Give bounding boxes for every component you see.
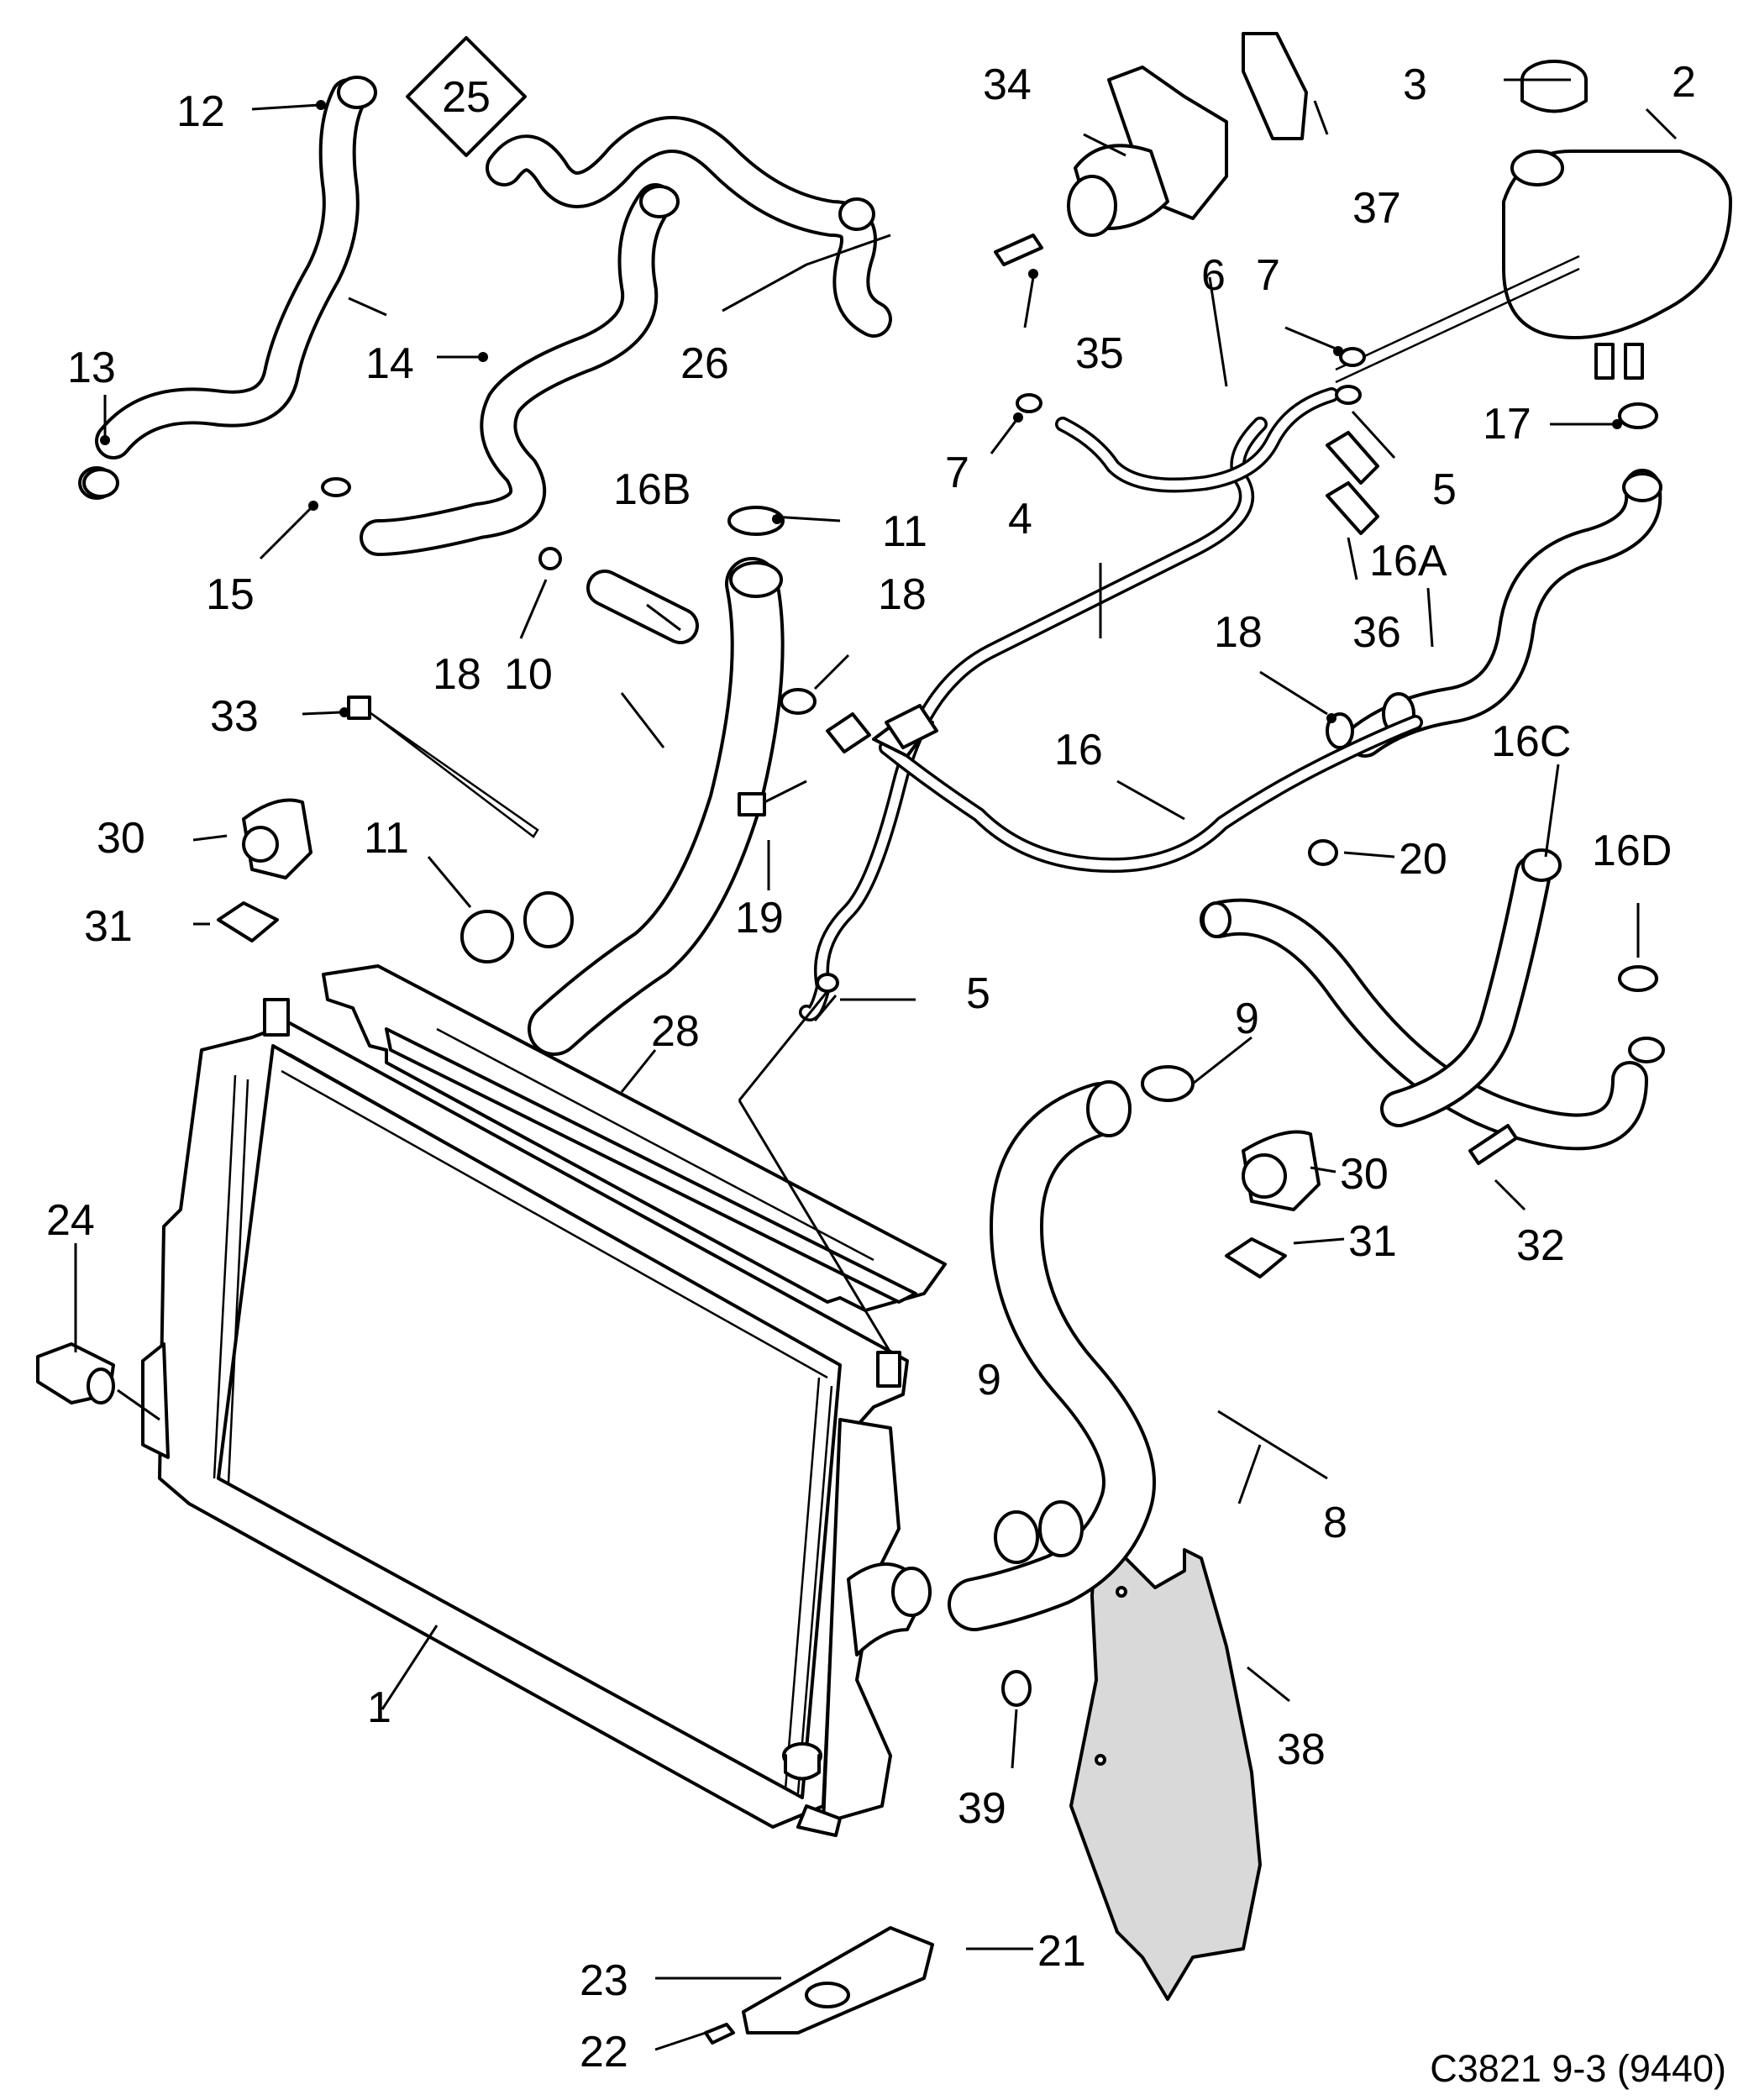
clamp-parts (82, 234, 1658, 1564)
pipe-4 (799, 417, 1268, 1021)
label-19: 19 (735, 894, 784, 942)
filler-cap-part (1520, 60, 1588, 113)
label-39: 39 (958, 1784, 1006, 1833)
label-13: 13 (67, 344, 116, 392)
label-9b: 9 (977, 1356, 1001, 1404)
label-37: 37 (1352, 184, 1401, 233)
label-16B: 16B (613, 465, 691, 514)
pipe-6 (1055, 387, 1339, 493)
air-guide-part (322, 964, 947, 1312)
figure-reference: C3821 9-3 (9440) (1430, 2047, 1726, 2090)
label-5b: 5 (966, 969, 990, 1018)
hose-14-left (78, 76, 377, 500)
label-20: 20 (1399, 835, 1447, 884)
part-number-labels: 1 2 3 4 5 5 6 7 7 8 9 9 10 11 11 12 13 1… (46, 58, 1696, 2076)
label-17: 17 (1483, 400, 1531, 449)
label-1: 1 (367, 1683, 391, 1732)
label-31b: 31 (1348, 1217, 1397, 1266)
label-16D: 16D (1592, 827, 1672, 875)
label-5a: 5 (1432, 465, 1457, 514)
label-22: 22 (580, 2028, 628, 2076)
label-10: 10 (504, 650, 553, 699)
label-18a: 18 (433, 650, 481, 699)
heat-shield-part (1069, 1527, 1262, 2001)
label-31a: 31 (84, 902, 133, 951)
label-30b: 30 (1340, 1150, 1389, 1199)
label-3: 3 (1403, 60, 1427, 109)
hose-10 (523, 557, 785, 1056)
lower-mount-part (704, 1742, 934, 2045)
hose-14-right (360, 183, 680, 556)
label-16A: 16A (1369, 537, 1447, 585)
leader-lines (74, 78, 1678, 2051)
hose-16a (1347, 469, 1662, 758)
label-33: 33 (210, 692, 259, 741)
label-12: 12 (176, 87, 225, 136)
label-15: 15 (206, 570, 255, 619)
label-2: 2 (1672, 58, 1696, 107)
hose-26 (486, 116, 892, 338)
label-24: 24 (46, 1196, 95, 1245)
thermostat-housing-part (1067, 66, 1228, 237)
label-26: 26 (680, 339, 729, 388)
label-36: 36 (1352, 608, 1401, 657)
label-30a: 30 (97, 814, 145, 863)
label-34: 34 (983, 60, 1032, 109)
expansion-tank-part (1335, 150, 1732, 384)
grommet-part (1001, 1670, 1032, 1707)
hose-16c (1200, 848, 1665, 1151)
radiator-part (141, 998, 932, 1837)
label-7a: 7 (1256, 251, 1280, 300)
label-18c: 18 (1214, 608, 1263, 657)
ref-25-diamond: 25 (406, 36, 527, 157)
drain-plug-part (36, 1342, 160, 1421)
label-32: 32 (1516, 1221, 1565, 1270)
gasket-part (1242, 32, 1308, 140)
label-6: 6 (1201, 251, 1226, 300)
label-8: 8 (1323, 1499, 1347, 1547)
label-21: 21 (1037, 1927, 1086, 1976)
label-9a: 9 (1235, 995, 1259, 1043)
label-14: 14 (365, 339, 414, 388)
label-35: 35 (1075, 329, 1124, 378)
label-11a: 11 (882, 507, 927, 556)
label-7b: 7 (945, 449, 969, 497)
label-11b: 11 (364, 814, 409, 863)
label-16: 16 (1054, 726, 1103, 774)
hose-8 (948, 1080, 1156, 1631)
label-28: 28 (651, 1007, 700, 1056)
label-38: 38 (1277, 1725, 1326, 1774)
label-23: 23 (580, 1956, 628, 2005)
label-25: 25 (442, 73, 491, 122)
label-18b: 18 (878, 570, 927, 619)
label-4: 4 (1008, 495, 1032, 543)
label-16C: 16C (1491, 717, 1571, 766)
